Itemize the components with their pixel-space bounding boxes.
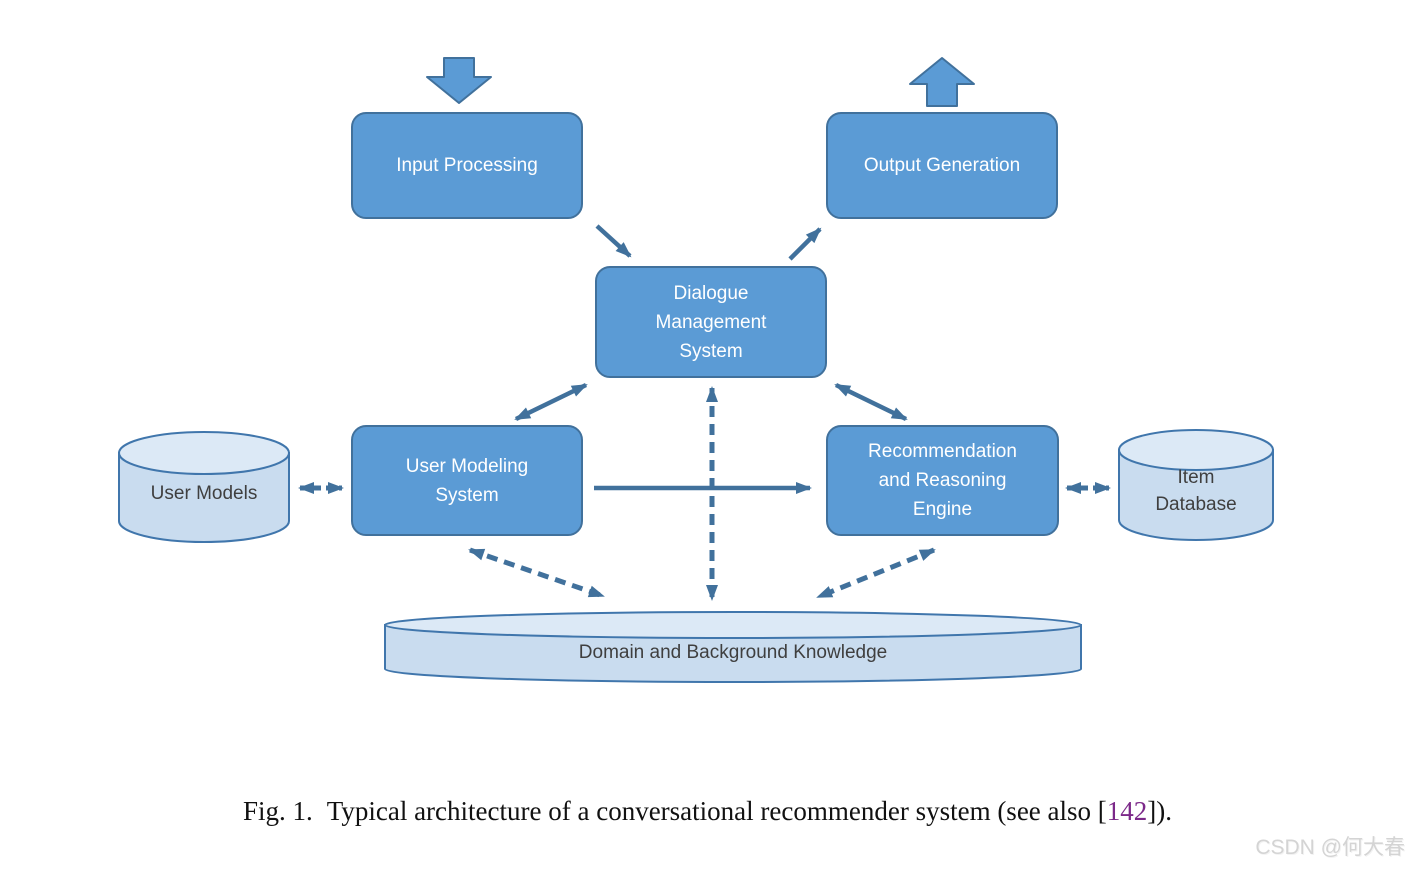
arrow-dialogue-recommendation: [834, 382, 908, 422]
arrow-usermodeling-domainknowledge: [468, 547, 605, 599]
external-input-block-arrow-icon: [426, 57, 492, 104]
csdn-watermark: CSDN @何大春: [1255, 836, 1405, 859]
figure-caption-text: Typical architecture of a conversational…: [326, 796, 1107, 826]
figure-caption: Fig. 1. Typical architecture of a convers…: [0, 796, 1415, 827]
node-input-processing-label: Input Processing: [396, 155, 538, 176]
node-dialogue-management-system-label: Dialogue Management System: [655, 282, 767, 362]
external-output-block-arrow-icon: [909, 57, 975, 107]
node-user-modeling-system-label: User Modeling System: [405, 455, 529, 506]
node-domain-background-knowledge-label: Domain and Background Knowledge: [578, 641, 888, 663]
node-dialogue-management-system: Dialogue Management System: [595, 266, 827, 378]
figure-caption-text-end: ]).: [1147, 796, 1173, 826]
node-user-models-label: User Models: [150, 482, 258, 504]
node-recommendation-reasoning-engine-label: Recommendation and Reasoning Engine: [868, 441, 1017, 520]
node-user-models-database: User Models: [117, 430, 291, 544]
node-item-database-label: Item Database: [1155, 467, 1237, 515]
cylinder-icon: [1118, 429, 1274, 541]
cylinder-icon: [118, 431, 290, 543]
arrow-recommendation-domainknowledge: [816, 547, 936, 600]
arrow-usermodeling-dialogue: [514, 382, 588, 422]
node-item-database: Item Database: [1117, 428, 1275, 542]
node-output-generation-label: Output Generation: [863, 155, 1021, 176]
node-user-modeling-system: User Modeling System: [351, 425, 583, 536]
arrow-input-to-dialogue: [595, 224, 632, 258]
citation-link[interactable]: 142: [1106, 796, 1148, 826]
node-output-generation: Output Generation: [826, 112, 1058, 219]
node-recommendation-reasoning-engine: Recommendation and Reasoning Engine: [826, 425, 1059, 536]
figure-caption-number: Fig. 1.: [242, 796, 313, 826]
node-domain-background-knowledge: Domain and Background Knowledge: [383, 610, 1083, 684]
node-input-processing: Input Processing: [351, 112, 583, 219]
arrow-dialogue-to-output: [788, 227, 822, 261]
cylinder-icon: [384, 611, 1082, 683]
